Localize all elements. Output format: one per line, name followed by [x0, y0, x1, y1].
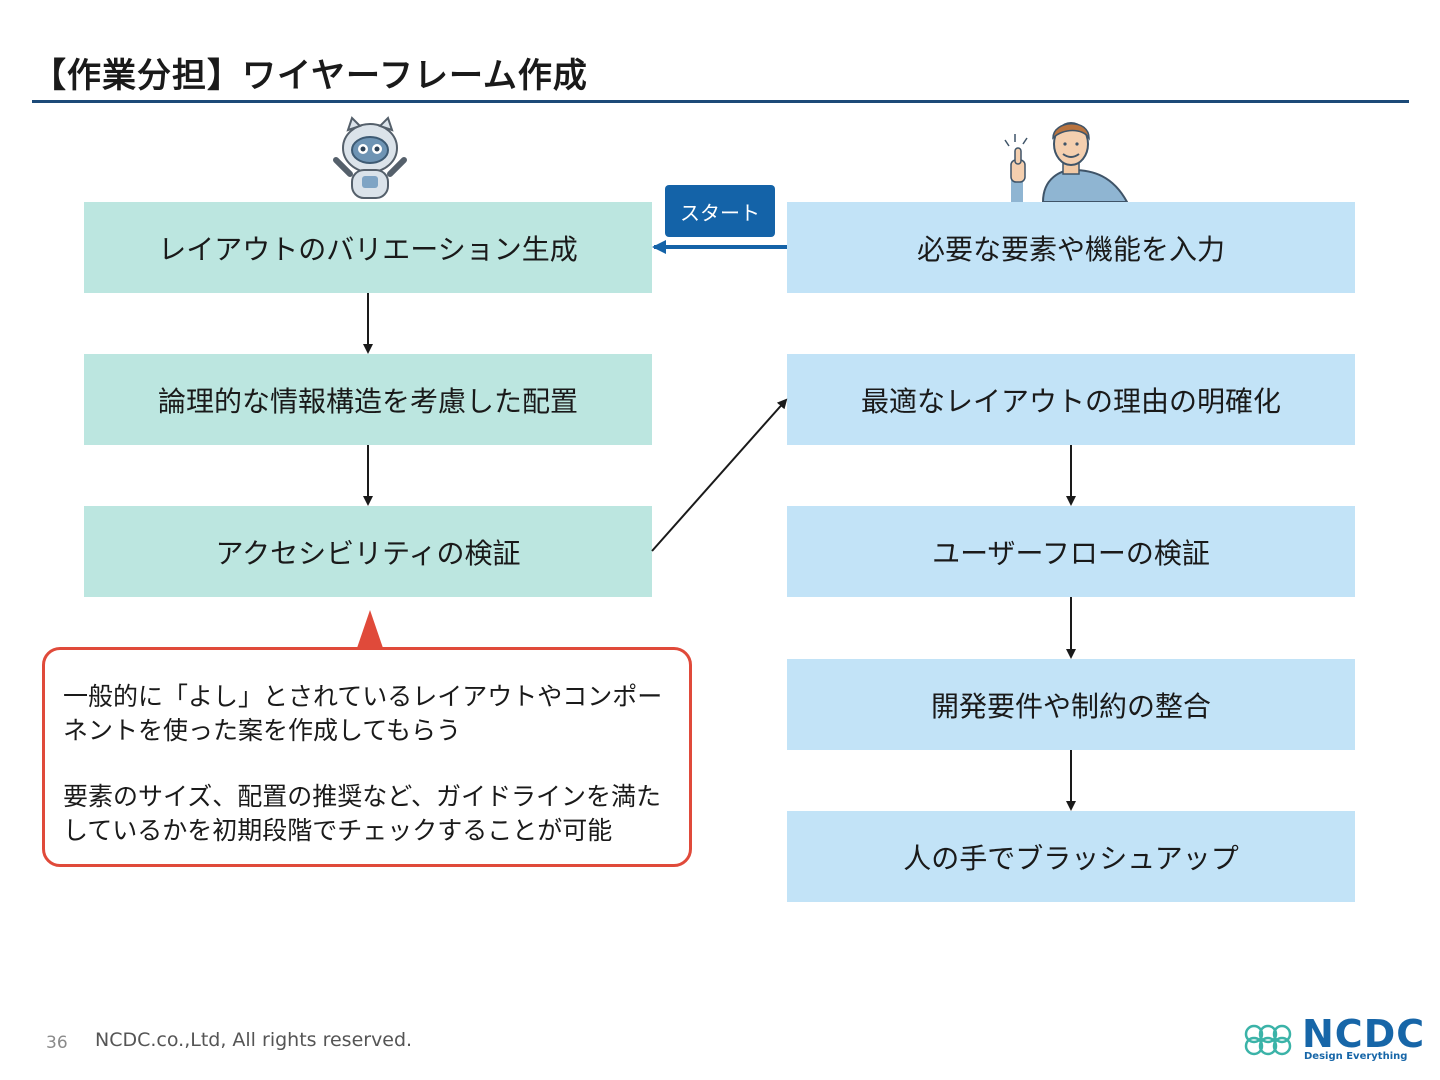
- logo-mark-icon: [1244, 1024, 1292, 1056]
- arrow-ai-to-human: [651, 398, 788, 552]
- note-paragraph: 要素のサイズ、配置の推奨など、ガイドラインを満たしているかを初期段階でチェックす…: [63, 782, 662, 845]
- page-title: 【作業分担】ワイヤーフレーム作成: [32, 56, 588, 96]
- ai-step-variations: レイアウトのバリエーション生成: [84, 202, 652, 293]
- callout-note: 一般的に「よし」とされているレイアウトやコンポーネントを使った案を作成してもらう…: [42, 647, 692, 867]
- ai-step-information-structure: 論理的な情報構造を考慮した配置: [84, 354, 652, 445]
- human-step-input-requirements: 必要な要素や機能を入力: [787, 202, 1355, 293]
- start-badge: スタート: [665, 185, 775, 237]
- person-thumbs-up-icon: [1004, 122, 1129, 202]
- human-step-user-flow: ユーザーフローの検証: [787, 506, 1355, 597]
- human-step-brush-up: 人の手でブラッシュアップ: [787, 811, 1355, 902]
- copyright-text: NCDC.co.,Ltd, All rights reserved.: [95, 1029, 413, 1051]
- note-paragraph: 一般的に「よし」とされているレイアウトやコンポーネントを使った案を作成してもらう: [63, 682, 663, 745]
- company-logo: NCDC Design Everything: [1238, 1012, 1424, 1063]
- page-number: 36: [46, 1033, 68, 1053]
- note-pointer: [357, 610, 383, 648]
- robot-icon: [333, 116, 407, 199]
- ai-step-accessibility: アクセシビリティの検証: [84, 506, 652, 597]
- logo-wordmark: NCDC: [1302, 1012, 1426, 1056]
- human-step-dev-constraints: 開発要件や制約の整合: [787, 659, 1355, 750]
- logo-tagline: Design Everything: [1304, 1051, 1408, 1062]
- human-step-layout-rationale: 最適なレイアウトの理由の明確化: [787, 354, 1355, 445]
- title-divider: [32, 100, 1409, 103]
